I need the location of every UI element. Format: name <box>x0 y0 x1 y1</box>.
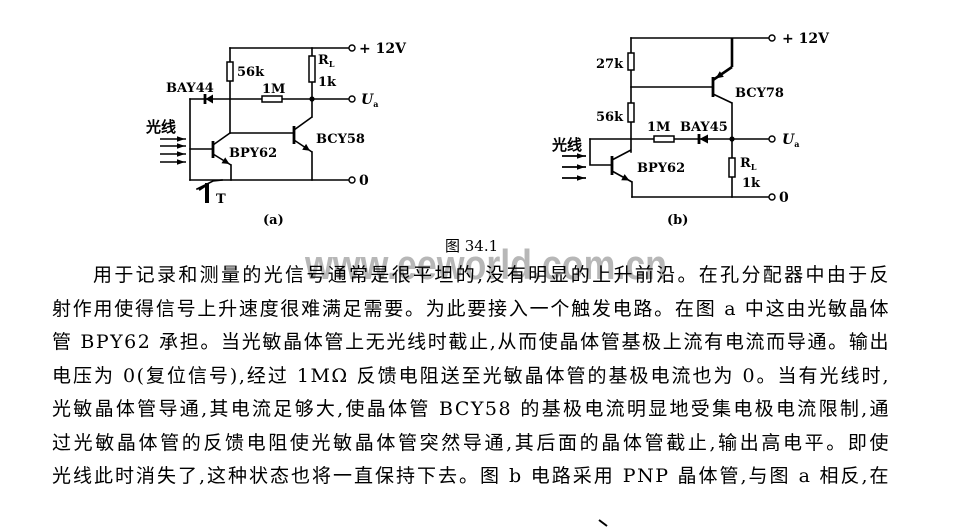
light-arrow-icon <box>577 164 585 170</box>
emitter-arrow-icon <box>621 174 630 181</box>
resistor-rl <box>308 55 316 83</box>
phototransistor-label: BPY62 <box>229 146 277 161</box>
terminal-supply <box>348 44 356 52</box>
collector-lead <box>712 93 733 104</box>
paragraph-line: 光线此时消失了,这种状态也将一直保持下去。图 b 电路采用 PNP 晶体管,与图… <box>52 465 890 487</box>
light-arrow-icon <box>577 153 585 159</box>
figure-caption: 图 34.1 <box>445 237 498 255</box>
emitter-arrow-icon <box>302 143 310 151</box>
scan-mark <box>598 519 608 527</box>
transistor-label: BCY58 <box>316 132 365 147</box>
load-resistor-value: 1k <box>742 176 761 191</box>
phototransistor-label: BPY62 <box>637 161 685 176</box>
diode-label: BAY45 <box>680 120 728 135</box>
transistor-bcy78 <box>711 65 733 104</box>
resistor-27k <box>627 52 635 71</box>
output-label: Ua <box>782 132 799 149</box>
transistor-label: BCY78 <box>735 86 784 101</box>
trigger-symbol: T <box>198 183 226 207</box>
circuit-a: T + 12V 56k RL 1k BAY44 1M Ua 光线 BPY62 B… <box>145 41 407 228</box>
supply-label: + 12V <box>359 41 407 57</box>
light-rays <box>562 153 586 181</box>
ground-label: 0 <box>359 173 369 189</box>
terminal-ground <box>768 193 776 201</box>
paragraph-line: 管 BPY62 承担。当光敏晶体管上无光线时截止,从而使晶体管基极上流有电流而导… <box>52 331 890 353</box>
base-loop-wire <box>589 138 613 166</box>
resistor-rl <box>728 157 736 178</box>
circuit-b-wires <box>589 37 770 198</box>
circuit-a-wires <box>189 47 350 191</box>
light-arrow-icon <box>177 159 185 165</box>
load-resistor-value: 1k <box>318 75 337 90</box>
upper-resistor-label: 27k <box>596 57 624 72</box>
watermark: www.eeworld.com.cn <box>304 241 667 288</box>
lower-resistor-label: 56k <box>596 110 624 125</box>
resistor-56k <box>226 61 234 82</box>
panel-label-a: (a) <box>263 213 284 228</box>
supply-label: + 12V <box>782 31 830 47</box>
collector-lead <box>611 149 632 161</box>
phototransistor-bpy62 <box>610 149 633 183</box>
light-label: 光线 <box>145 118 176 136</box>
terminal-ground <box>348 176 356 184</box>
collector-lead <box>212 132 231 146</box>
diode-label: BAY44 <box>166 81 214 96</box>
paragraph-line: 光敏晶体管导通,其电流足够大,使晶体管 BCY58 的基极电流明显地受集电极电流… <box>52 398 890 420</box>
light-arrow-icon <box>577 175 585 181</box>
junction-dot <box>729 136 735 142</box>
trigger-label: T <box>216 192 226 207</box>
diode-bay44 <box>203 94 213 104</box>
resistor-56k <box>627 102 635 123</box>
bias-resistor-label: 56k <box>237 65 265 80</box>
emitter-arrow-icon <box>715 71 724 79</box>
transistor-bcy58 <box>292 116 313 153</box>
light-rays <box>160 136 186 165</box>
terminal-output <box>348 95 356 103</box>
panel-label-b: (b) <box>667 213 688 228</box>
paragraph-line: 射作用使得信号上升速度很难满足需要。为此要接入一个触发电路。在图 a 中这由光敏… <box>52 297 890 320</box>
body-paragraph: 用于记录和测量的光信号通常是很平坦的,没有明显的上升前沿。在孔分配器中由于反 射… <box>52 259 890 494</box>
resistor-1m <box>653 135 675 143</box>
feedback-resistor-label: 1M <box>262 82 285 97</box>
collector-lead <box>293 116 313 131</box>
resistor-1m <box>261 95 283 103</box>
trigger-lead <box>195 179 223 191</box>
trigger-flag <box>198 183 209 191</box>
load-resistor-symbol: RL <box>740 156 757 172</box>
load-resistor-symbol: RL <box>318 53 335 69</box>
paragraph-line: 电压为 0(复位信号),经过 1MΩ 反馈电阻送至光敏晶体管的基极电流也为 0。… <box>52 364 890 387</box>
terminal-output <box>768 135 776 143</box>
light-arrow-icon <box>177 143 185 149</box>
light-arrow-icon <box>177 151 185 157</box>
ground-label: 0 <box>779 190 789 206</box>
diode-triangle-icon <box>205 94 213 104</box>
circuit-b: + 12V 27k 56k BCY78 1M BAY45 Ua 光线 BPY62… <box>551 31 830 228</box>
diode-triangle-icon <box>699 134 708 144</box>
paragraph-line: 用于记录和测量的光信号通常是很平坦的,没有明显的上升前沿。在孔分配器中由于反 <box>93 264 890 286</box>
junction-dot <box>309 96 315 102</box>
terminal-supply <box>768 34 776 42</box>
light-arrow-icon <box>177 136 185 142</box>
feedback-resistor-label: 1M <box>647 120 670 135</box>
diode-bay45 <box>697 134 708 144</box>
light-label: 光线 <box>551 136 582 154</box>
emitter-arrow-icon <box>221 157 230 164</box>
phototransistor-bpy62 <box>211 132 232 166</box>
paragraph-line: 过光敏晶体管的反馈电阻使光敏晶体管突然导通,其后面的晶体管截止,输出高电平。即使 <box>52 431 890 454</box>
output-label: Ua <box>361 92 378 109</box>
